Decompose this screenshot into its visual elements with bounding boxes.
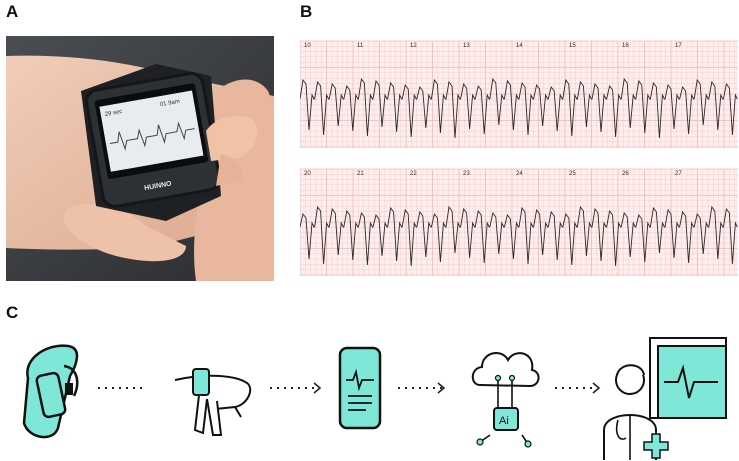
finger-shadow [216,154,242,186]
ecg-tick-label: 11 [357,43,364,49]
ecg-strips: 10 11 12 13 14 15 16 17 20 21 22 23 24 25 26 27 [300,33,738,276]
smartwatch-photo: 29 sec 01 9am HUINNO [6,36,274,281]
ecg-tick-label: 16 [622,43,629,49]
doctor-monitor-icon [603,337,727,460]
arrow-2 [270,382,322,394]
ecg-tick-label: 22 [410,171,417,177]
watch-time-right: 01 9am [160,99,181,108]
ecg-tick-label: 13 [463,43,470,49]
ecg-tick-label: 24 [516,171,523,177]
ecg-tick-label: 10 [304,43,311,49]
ecg-tick-label: 14 [516,43,523,49]
ecg-tick-label: 17 [675,43,682,49]
arrow-3 [398,382,446,394]
watch-time-left: 29 sec [104,109,122,118]
wearing-watch-icon [174,368,252,436]
ecg-grid-background [300,169,738,276]
watch-display [99,90,204,172]
ecg-tick-label: 15 [569,43,576,49]
svg-text:Ai: Ai [499,415,509,427]
workflow-diagram: Ai [22,337,727,460]
watch-brand: HUINNO [144,180,173,192]
ecg-tick-label: 23 [463,171,470,177]
ecg-tick-label: 12 [410,43,417,49]
smartphone-ecg-icon [338,346,382,430]
ai-cloud-icon: Ai [471,351,540,448]
index-finger [206,115,258,161]
ecg-strip-1: 10 11 12 13 14 15 16 17 [300,40,738,148]
arrow-4 [555,382,601,394]
thumb [63,203,186,262]
ecg-tick-label: 26 [622,171,629,177]
panel-c-label: C [6,303,19,322]
panel-a-label: A [6,2,19,21]
ecg-grid-background [300,41,738,148]
ecg-tick-label: 25 [569,171,576,177]
ecg-tick-label: 20 [304,171,311,177]
ecg-trace [300,77,738,139]
panel-b-label: B [300,2,313,21]
watch-ecg-trace [109,121,195,151]
ecg-trace [300,205,738,267]
ecg-tick-label: 21 [357,171,364,177]
wristband-icon [22,344,79,439]
ecg-tick-label: 27 [675,171,682,177]
ecg-strip-2: 20 21 22 23 24 25 26 27 [300,168,738,276]
